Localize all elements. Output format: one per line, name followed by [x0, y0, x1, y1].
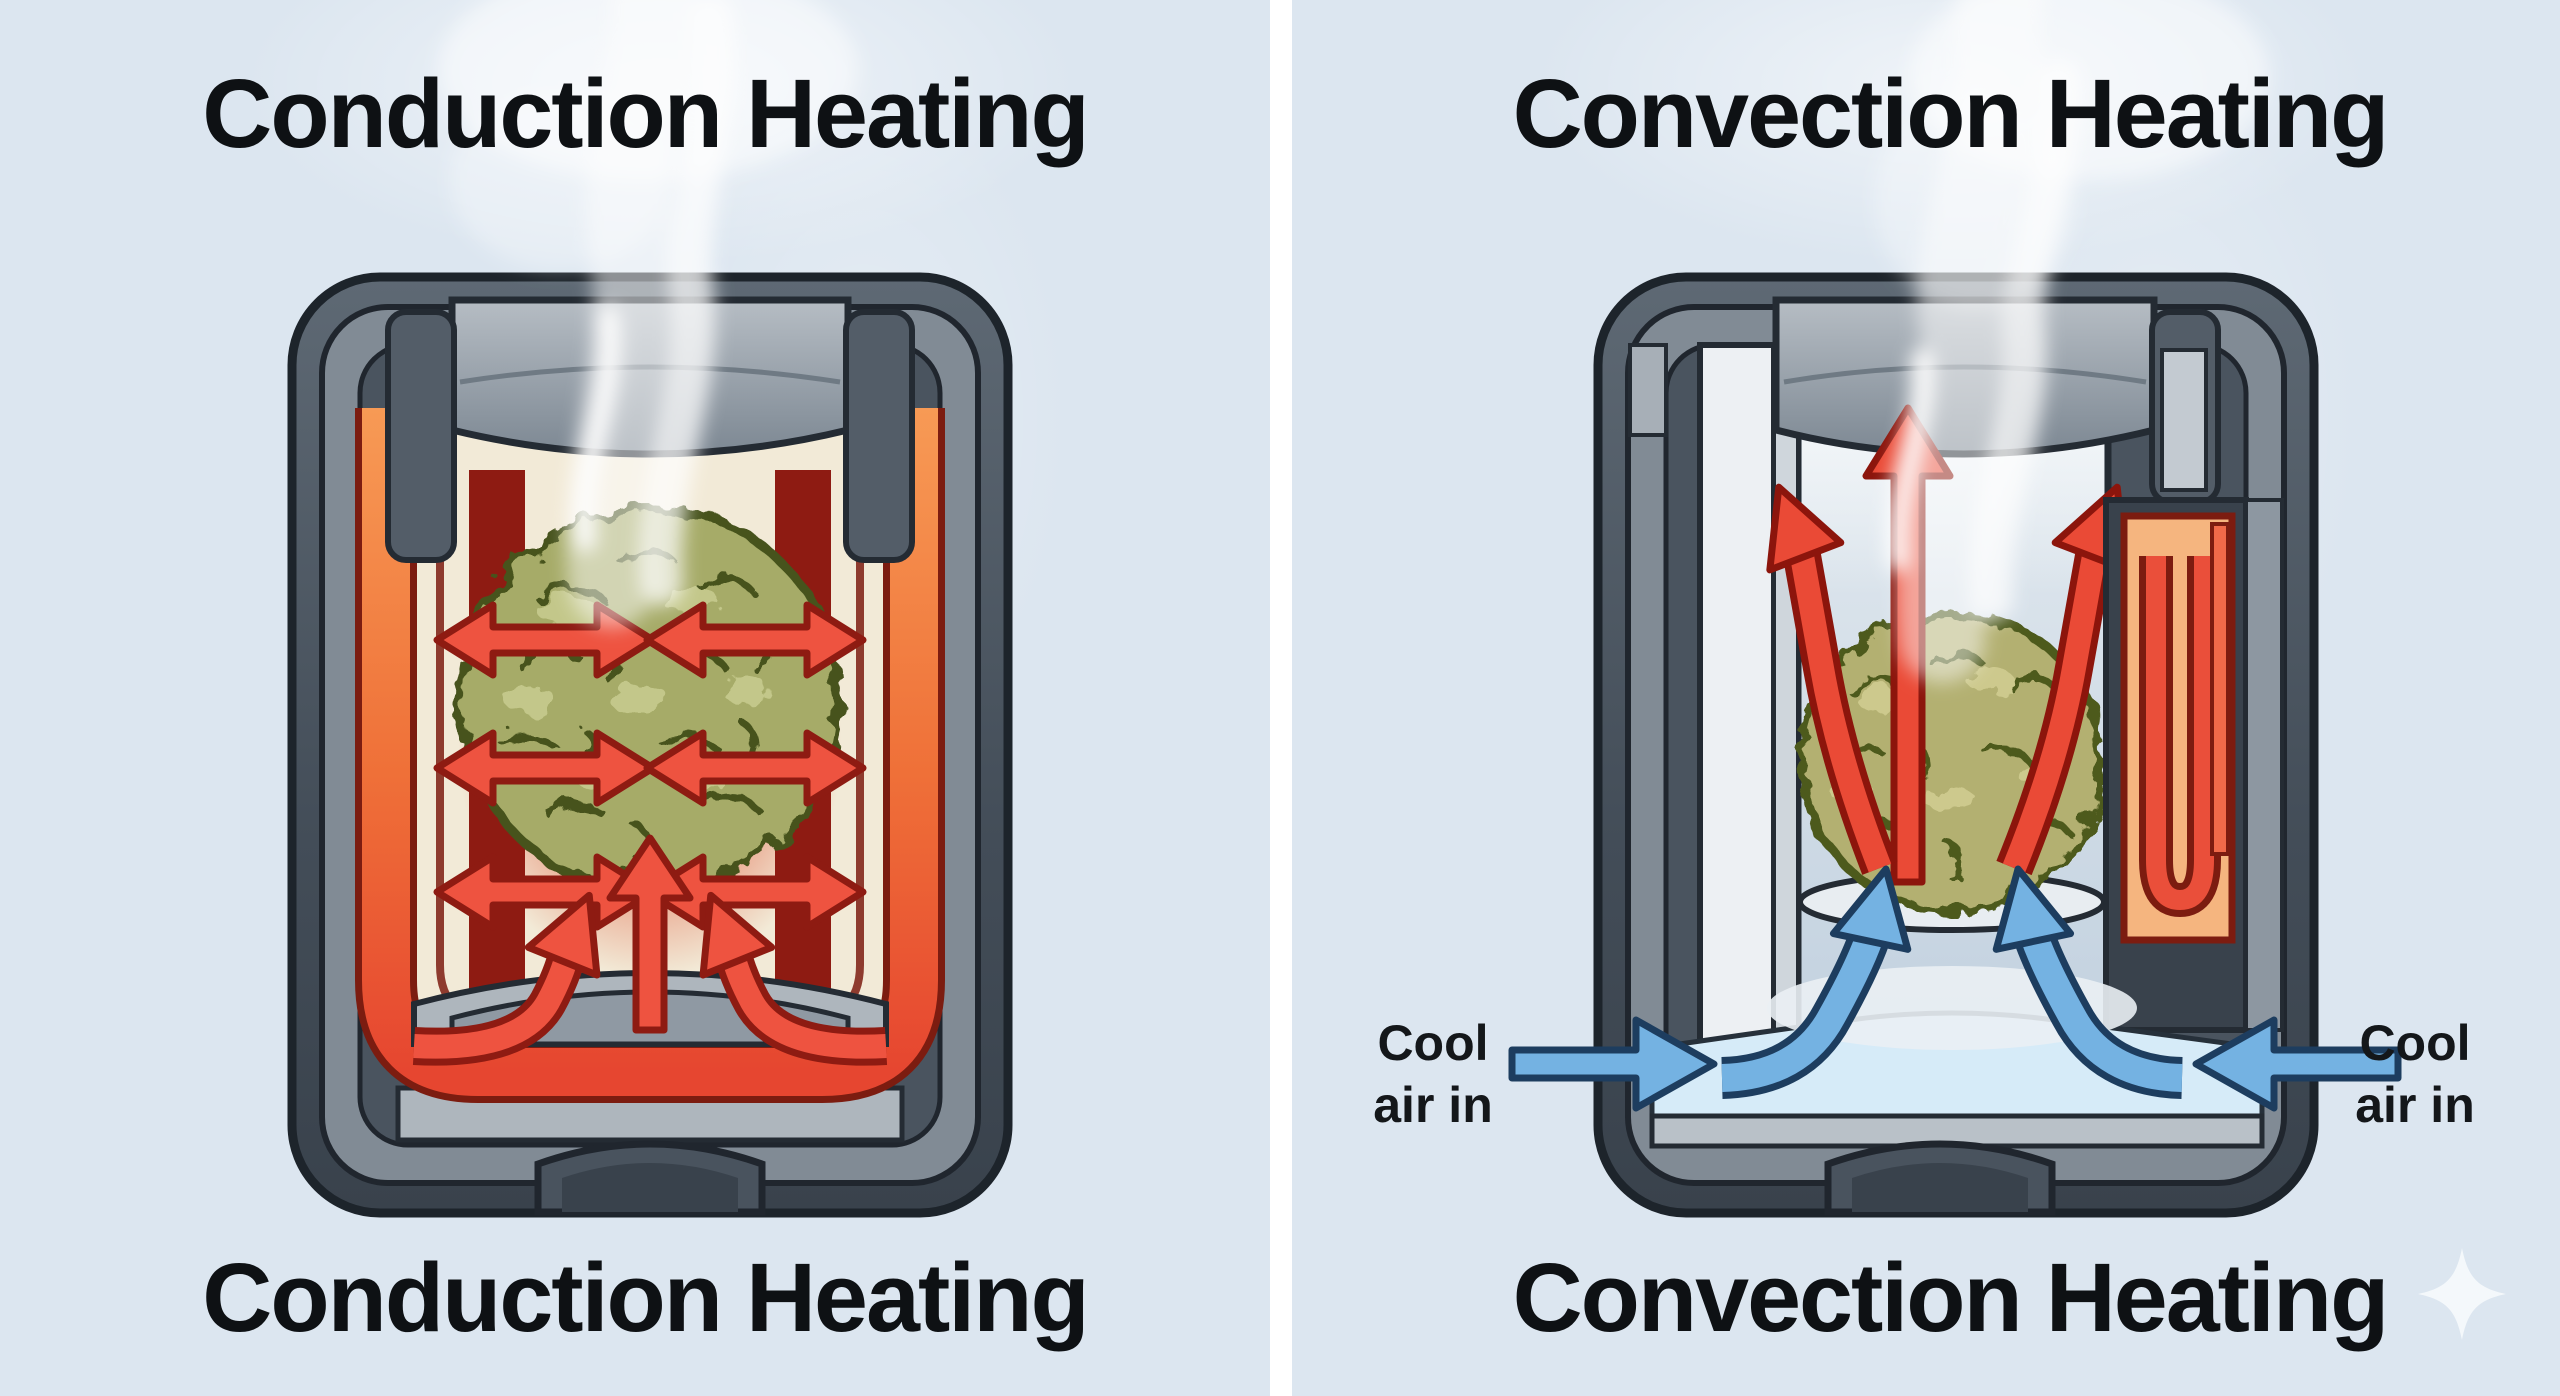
heat-arrows-right [643, 601, 867, 931]
cool-air-in-label-right-line2: air in [2355, 1077, 2475, 1133]
conduction-bottom-notch [534, 1140, 766, 1216]
conduction-device [287, 0, 1013, 1218]
cool-air-in-label-left-line2: air in [1373, 1077, 1493, 1133]
cool-air-in-label-right: Cool air in [2284, 1012, 2546, 1136]
cool-air-arrows [1508, 865, 2402, 1112]
cool-air-entry-arrow-left [1508, 1016, 1718, 1112]
sparkle-icon [2418, 1248, 2506, 1340]
convection-title-top: Convection Heating [1512, 59, 2390, 168]
heat-arrows-left [433, 601, 657, 931]
convection-title-bottom: Convection Heating [1512, 1243, 2390, 1352]
heater-jacket [355, 408, 945, 1103]
heating-coil [2103, 497, 2284, 1033]
panel-divider [1270, 0, 1292, 1396]
conduction-title-bottom: Conduction Heating [202, 1243, 1089, 1352]
glass-airpath-wall [1628, 342, 1800, 1066]
heat-arrows [412, 601, 888, 1066]
convection-bottom-notch [1824, 1140, 2056, 1216]
cool-air-in-label-left-line1: Cool [1377, 1015, 1489, 1071]
cool-air-entry-arrow-right [2192, 1016, 2402, 1112]
convection-device [1508, 0, 2402, 1218]
cool-air-in-label-left: Cool air in [1302, 1012, 1564, 1136]
conduction-title-top: Conduction Heating [202, 59, 1089, 168]
conduction-vapor-plume [438, 0, 858, 628]
cool-air-in-label-right-line1: Cool [2359, 1015, 2471, 1071]
heat-arrows-bottom [412, 834, 888, 1066]
convection-vapor-plume [1875, 0, 2270, 683]
